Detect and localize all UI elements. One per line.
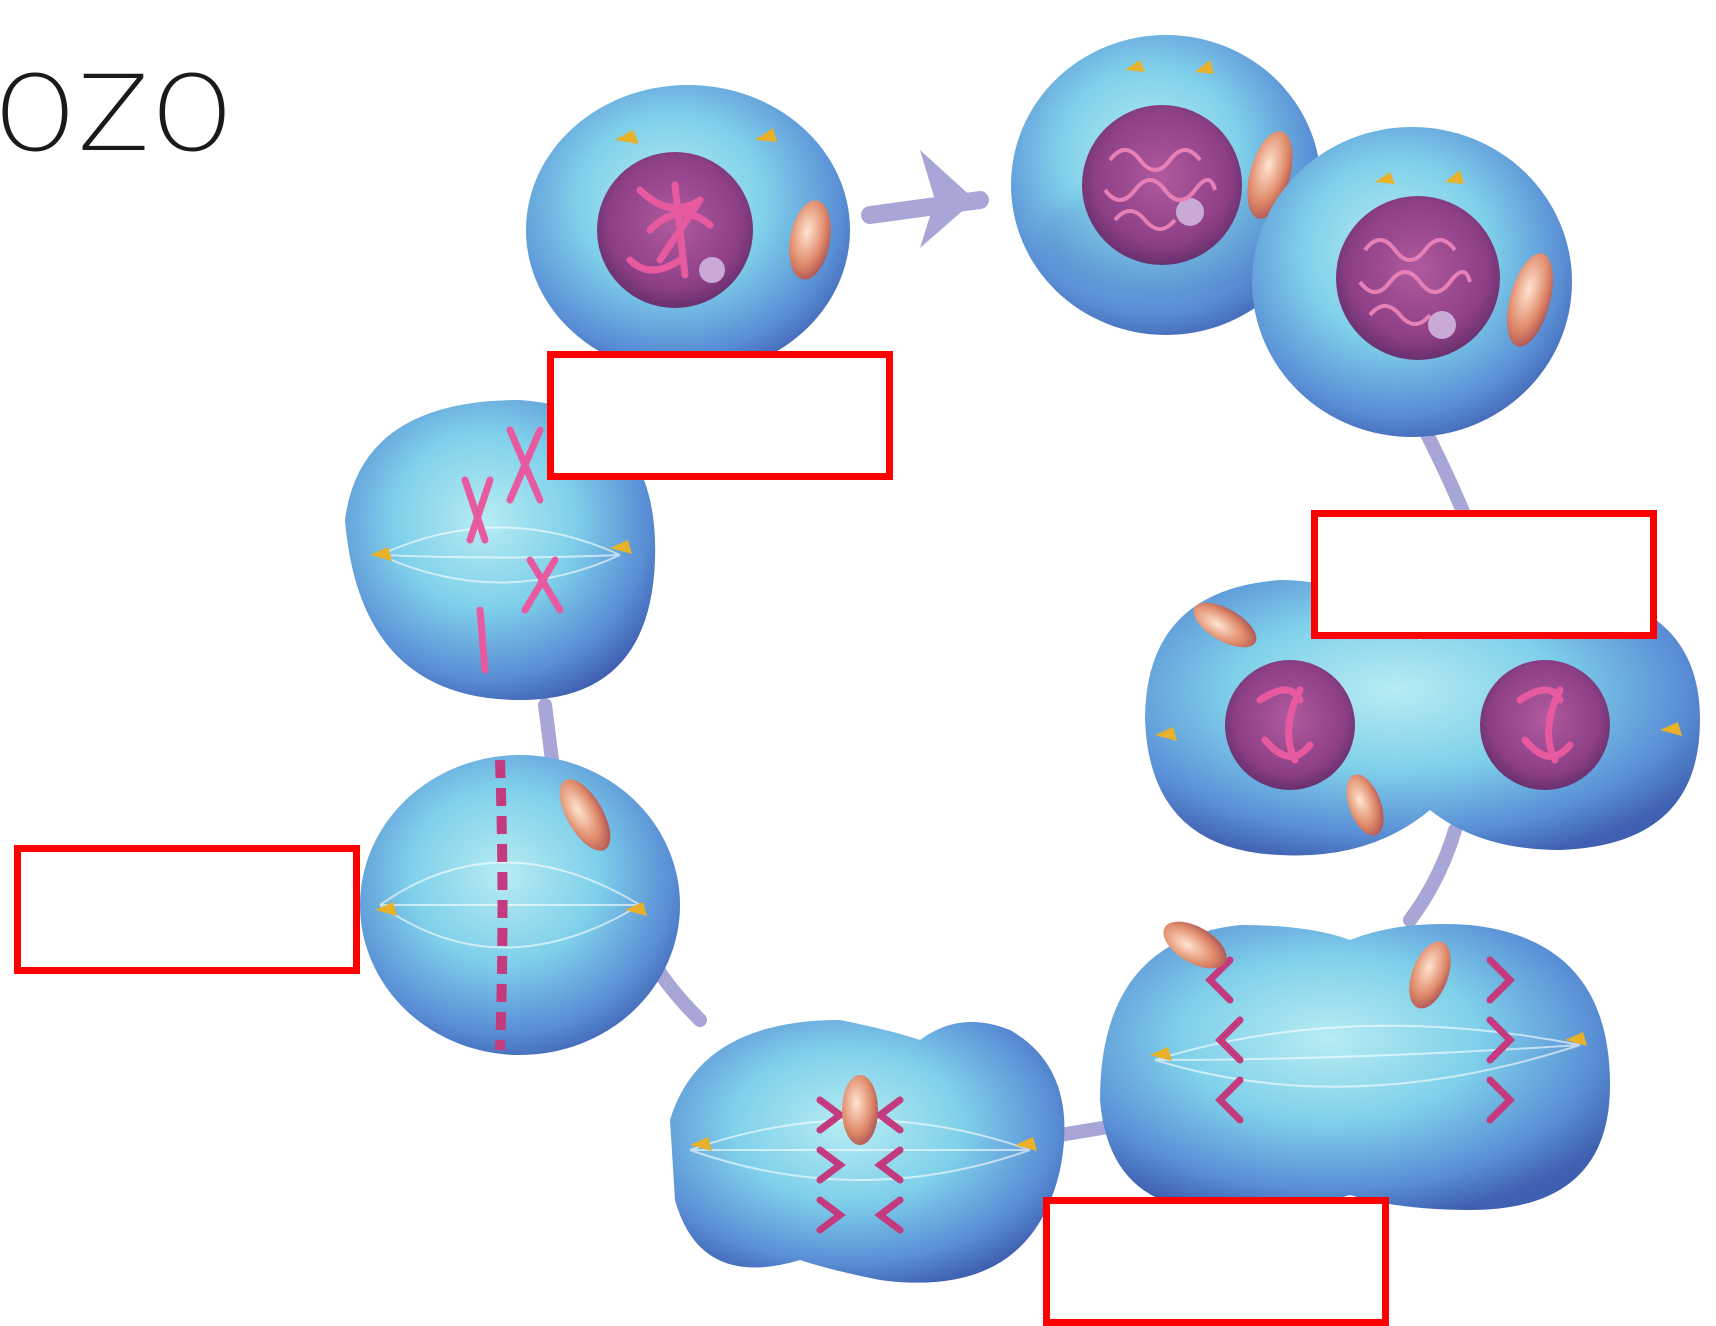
cell-membrane (670, 1020, 1064, 1283)
cell-telophase (1100, 912, 1610, 1211)
cell-metaphase (360, 755, 680, 1055)
label-box-cytokinesis[interactable] (1311, 510, 1657, 639)
nucleus (597, 152, 753, 308)
cell-interphase-front (1252, 127, 1572, 437)
nucleolus (1176, 198, 1204, 226)
cell-anaphase (670, 1020, 1064, 1283)
label-box-telophase[interactable] (1043, 1197, 1389, 1326)
nucleolus (699, 257, 725, 283)
connector-path (545, 705, 552, 760)
mitochondrion (842, 1075, 878, 1145)
nucleolus (1428, 311, 1456, 339)
cell-prophase (526, 85, 850, 375)
connector-path (1410, 830, 1455, 920)
cycle-arrow (870, 150, 980, 248)
label-box-prophase[interactable] (547, 351, 893, 480)
cell-membrane (1100, 924, 1610, 1211)
nucleus (1480, 660, 1610, 790)
label-box-metaphase[interactable] (14, 845, 360, 974)
